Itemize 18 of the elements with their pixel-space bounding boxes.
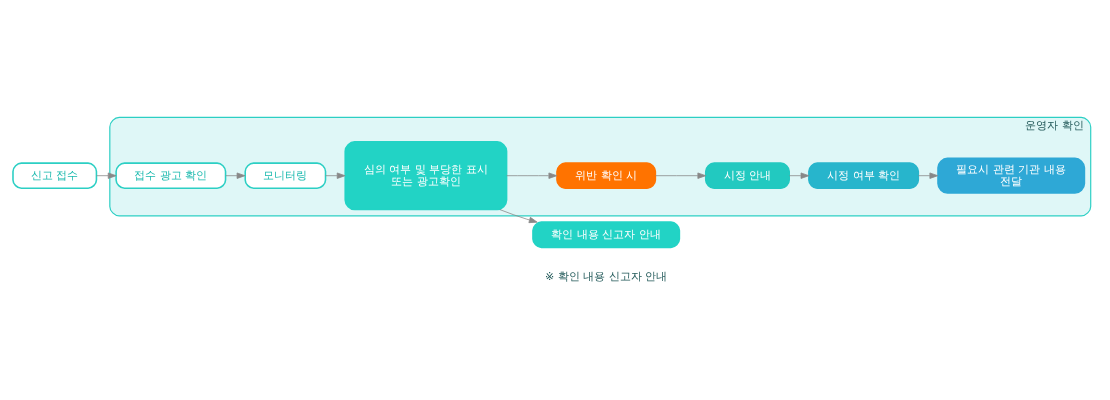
node-box: 확인 내용 신고자 안내: [532, 220, 681, 248]
arrow: [325, 172, 346, 179]
node-box: 필요시 관련 기관 내용 전달: [937, 157, 1086, 194]
node-box: 시정 여부 확인: [808, 161, 920, 189]
arrow: [225, 172, 246, 179]
arrow: [788, 172, 810, 179]
node-box: 심의 여부 및 부당한 표시 또는 광고확인: [344, 140, 508, 210]
node-box: 모니터링: [244, 161, 327, 189]
node-box: 위반 확인 시: [556, 161, 657, 189]
node-box: 신고 접수: [12, 161, 98, 189]
node-box: 시정 안내: [704, 161, 790, 189]
node-box: 접수 광고 확인: [115, 161, 227, 189]
arrow: [499, 208, 538, 223]
arrow: [655, 172, 707, 179]
arrow: [506, 172, 558, 179]
node-label: ※ 확인 내용 신고자 안내: [545, 269, 668, 283]
arrow: [917, 172, 939, 179]
arrow: [96, 172, 117, 179]
